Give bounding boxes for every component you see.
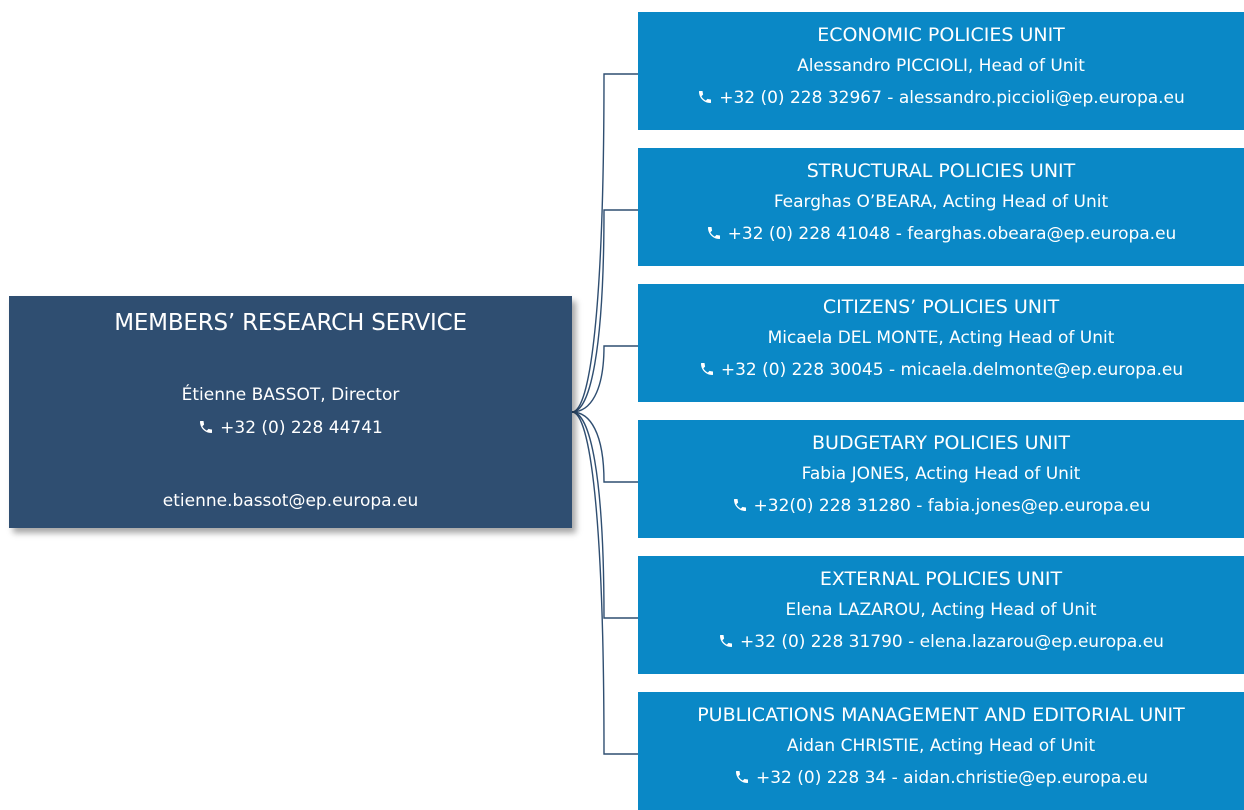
unit-contact-text: +32 (0) 228 30045 - micaela.delmonte@ep.…	[720, 360, 1184, 380]
unit-title: EXTERNAL POLICIES UNIT	[819, 568, 1063, 590]
unit-head: Fabia JONES, Acting Head of Unit	[801, 464, 1081, 484]
unit-head: Elena LAZAROU, Acting Head of Unit	[785, 600, 1097, 620]
unit-contact: +32 (0) 228 41048 - fearghas.obeara@ep.e…	[638, 224, 1244, 244]
director-email: etienne.bassot@ep.europa.eu	[162, 491, 419, 511]
director-name: Étienne BASSOT, Director	[181, 385, 400, 405]
phone-icon	[733, 499, 746, 511]
unit-box: PUBLICATIONS MANAGEMENT AND EDITORIAL UN…	[638, 692, 1244, 810]
connector-line	[571, 411, 638, 619]
unit-contact: +32(0) 228 31280 - fabia.jones@ep.europa…	[638, 496, 1244, 516]
unit-box: ECONOMIC POLICIES UNIT Alessandro PICCIOL…	[638, 12, 1244, 130]
unit-contact-text: +32(0) 228 31280 - fabia.jones@ep.europa…	[753, 496, 1151, 516]
director-service-title: MEMBERS’ RESEARCH SERVICE	[114, 310, 467, 336]
phone-icon	[699, 91, 712, 103]
unit-contact-text: +32 (0) 228 31790 - elena.lazarou@ep.eur…	[740, 632, 1164, 652]
unit-title: STRUCTURAL POLICIES UNIT	[806, 160, 1076, 182]
connector-line	[571, 209, 638, 413]
unit-box: CITIZENS’ POLICIES UNIT Micaela DEL MONTE…	[638, 284, 1244, 402]
unit-title: ECONOMIC POLICIES UNIT	[817, 24, 1065, 46]
unit-contact-text: +32 (0) 228 32967 - alessandro.piccioli@…	[719, 88, 1185, 108]
director-box: MEMBERS’ RESEARCH SERVICE Étienne BASSOT…	[9, 296, 572, 528]
unit-title: PUBLICATIONS MANAGEMENT AND EDITORIAL UN…	[697, 704, 1185, 726]
phone-icon	[707, 227, 720, 239]
phone-icon	[200, 421, 213, 433]
unit-box: BUDGETARY POLICIES UNIT Fabia JONES, Acti…	[638, 420, 1244, 538]
unit-contact: +32 (0) 228 32967 - alessandro.piccioli@…	[638, 88, 1244, 108]
phone-icon	[700, 363, 713, 375]
unit-head: Aidan CHRISTIE, Acting Head of Unit	[786, 736, 1096, 756]
connector-line	[571, 345, 638, 413]
phone-icon	[720, 635, 733, 647]
unit-head: Fearghas O’BEARA, Acting Head of Unit	[773, 192, 1109, 212]
unit-box: EXTERNAL POLICIES UNIT Elena LAZAROU, Act…	[638, 556, 1244, 674]
unit-title: CITIZENS’ POLICIES UNIT	[822, 296, 1060, 318]
director-phone: +32 (0) 228 44741	[9, 418, 572, 438]
connector-line	[571, 411, 638, 483]
unit-contact: +32 (0) 228 34 - aidan.christie@ep.europ…	[638, 768, 1244, 788]
unit-contact: +32 (0) 228 30045 - micaela.delmonte@ep.…	[638, 360, 1244, 380]
connector-line	[571, 73, 638, 413]
unit-contact-text: +32 (0) 228 41048 - fearghas.obeara@ep.e…	[727, 224, 1177, 244]
unit-title: BUDGETARY POLICIES UNIT	[812, 432, 1070, 454]
unit-head: Micaela DEL MONTE, Acting Head of Unit	[767, 328, 1115, 348]
phone-icon	[735, 771, 748, 783]
unit-head: Alessandro PICCIOLI, Head of Unit	[797, 56, 1085, 76]
unit-box: STRUCTURAL POLICIES UNIT Fearghas O’BEARA…	[638, 148, 1244, 266]
director-phone-number: +32 (0) 228 44741	[220, 418, 383, 438]
connector-line	[571, 411, 638, 755]
unit-contact-text: +32 (0) 228 34 - aidan.christie@ep.europ…	[755, 768, 1148, 788]
unit-contact: +32 (0) 228 31790 - elena.lazarou@ep.eur…	[638, 632, 1244, 652]
